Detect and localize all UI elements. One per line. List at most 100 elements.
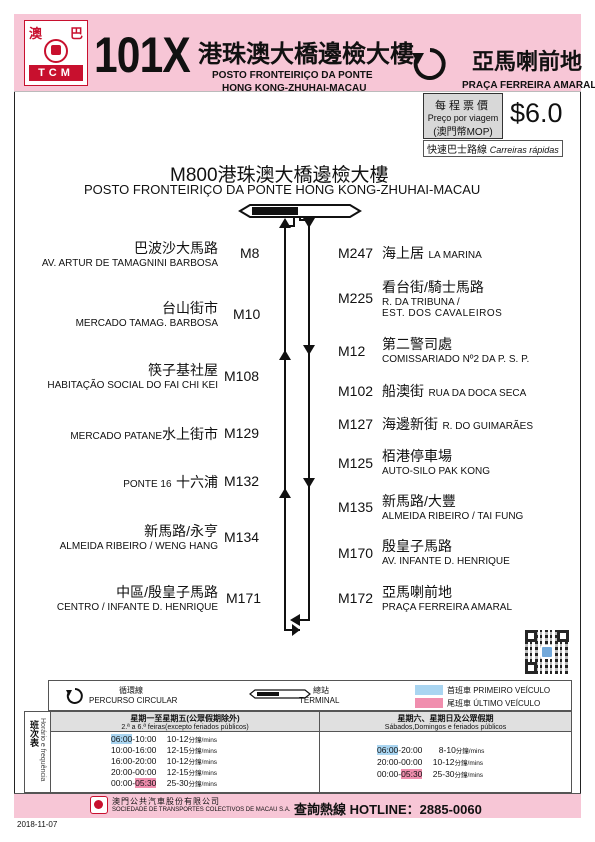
stop-code: M10 bbox=[233, 306, 261, 322]
frequency: 10-12 bbox=[166, 734, 189, 744]
qr-code[interactable] bbox=[525, 630, 569, 674]
stop-code: M247 bbox=[338, 245, 374, 261]
arrow-up-icon bbox=[279, 218, 291, 228]
fare-currency: (澳門幣MOP) bbox=[433, 127, 493, 138]
stop-name-zh: 十六浦 bbox=[176, 474, 218, 490]
express-label: 快速巴士路線 Carreiras rápidas bbox=[423, 140, 563, 157]
legend-last: 尾班車 ÚLTIMO VEÍCULO bbox=[447, 699, 541, 708]
mins-unit: 分鐘/mins bbox=[454, 772, 484, 779]
weekday-row: 06:00-10:00 10-12分鐘/mins bbox=[111, 734, 218, 744]
stop-name-pt: PRAÇA FERREIRA AMARAL bbox=[382, 602, 513, 613]
time-end: 16:00 bbox=[135, 745, 157, 755]
stop-name-pt: MERCADO PATANE bbox=[70, 431, 162, 442]
arrow-down-icon bbox=[303, 218, 315, 228]
frequency: 12-15 bbox=[166, 767, 189, 777]
qr-corner bbox=[525, 662, 537, 674]
stop-name-pt: AV. ARTUR DE TAMAGNINI BARBOSA bbox=[41, 258, 218, 269]
timetable-side-zh: 班次表 bbox=[29, 720, 39, 747]
stop-m171: 中區/殷皇子馬路 CENTRO / INFANTE D. HENRIQUE bbox=[57, 582, 218, 613]
weekday-pt: 2.ª a 6.ª feiras(excepto feriados públic… bbox=[121, 724, 249, 731]
hotline[interactable]: 查詢熱線 HOTLINE：2885-0060 bbox=[294, 802, 482, 817]
stop-name-pt: COMISSARIADO Nº2 DA P. S. P. bbox=[382, 354, 530, 365]
timetable: 班次表 Horário e frequência 星期一至星期五(公眾假期除外)… bbox=[24, 711, 572, 793]
stop-name-pt: R. DO GUIMARÃES bbox=[442, 421, 534, 432]
stop-m12: 第二警司處 COMISSARIADO Nº2 DA P. S. P. bbox=[382, 334, 529, 365]
stop-name-zh: 台山街市 bbox=[162, 300, 218, 316]
column-divider bbox=[319, 732, 320, 792]
time-start: 20:00 bbox=[111, 767, 133, 777]
stop-name-zh: 巴波沙大馬路 bbox=[134, 240, 218, 256]
mins-unit: 分鐘/mins bbox=[188, 737, 218, 744]
stop-name-zh: 船澳街 bbox=[382, 383, 424, 399]
stop-code: M172 bbox=[338, 590, 374, 606]
fare-label-pt: Preço por viagem bbox=[427, 113, 499, 123]
weekend-header: 星期六、星期日及公眾假期 Sábados,Domingos e feriados… bbox=[319, 712, 571, 732]
destination-a-en: HONG KONG-ZHUHAI-MACAU bbox=[222, 83, 367, 94]
mins-unit: 分鐘/mins bbox=[188, 759, 218, 766]
time-start: 06:00 bbox=[377, 745, 399, 755]
stop-m135: 新馬路/大豐 ALMEIDA RIBEIRO / TAI FUNG bbox=[382, 491, 523, 522]
route-number: 101X bbox=[94, 27, 191, 83]
destination-b-pt: PRAÇA FERREIRA AMARAL bbox=[462, 80, 595, 91]
express-zh: 快速巴士路線 bbox=[427, 145, 487, 156]
arrow-left-icon bbox=[290, 614, 300, 626]
frequency: 10-12 bbox=[166, 756, 189, 766]
stop-name-pt-2: EST. DOS CAVALEIROS bbox=[382, 308, 503, 319]
header: 澳 巴 TCM 101X 港珠澳大橋邊檢大樓 POSTO FRONTEIRIÇO… bbox=[14, 14, 595, 94]
time-end: 00:00 bbox=[401, 757, 423, 767]
stop-m10: 台山街市 MERCADO TAMAG. BARBOSA bbox=[76, 298, 218, 329]
stop-code: M108 bbox=[224, 368, 260, 384]
time-end: 20:00 bbox=[401, 745, 423, 755]
time-start: 16:00 bbox=[111, 756, 133, 766]
mins-unit: 分鐘/mins bbox=[188, 781, 218, 788]
stop-code: M170 bbox=[338, 545, 374, 561]
company-name-zh: 澳門公共汽車股份有限公司 bbox=[112, 797, 220, 806]
company-logo-icon bbox=[90, 796, 108, 814]
weekday-row: 10:00-16:00 12-15分鐘/mins bbox=[111, 745, 218, 755]
stop-m125: 栢港停車場 AUTO-SILO PAK KONG bbox=[382, 446, 490, 477]
stop-code: M135 bbox=[338, 499, 374, 515]
logo-char-2: 巴 bbox=[69, 26, 83, 41]
stop-name-zh: 海邊新街 bbox=[382, 416, 438, 432]
frequency: 25-30 bbox=[166, 778, 189, 788]
fare-label-zh: 每程票價 bbox=[435, 100, 491, 112]
mins-unit: 分鐘/mins bbox=[455, 748, 485, 755]
stop-name-zh: 中區/殷皇子馬路 bbox=[116, 584, 218, 600]
stop-m132: PONTE 16 十六浦 bbox=[123, 472, 218, 492]
logo-text: TCM bbox=[29, 65, 83, 81]
stop-name-pt: AUTO-SILO PAK KONG bbox=[382, 466, 490, 477]
frequency: 10-12 bbox=[432, 757, 455, 767]
stop-name-pt: ALMEIDA RIBEIRO / TAI FUNG bbox=[382, 511, 524, 522]
legend-first: 首班車 PRIMEIRO VEÍCULO bbox=[447, 686, 551, 695]
terminal-subtitle: POSTO FRONTEIRIÇO DA PONTE HONG KONG-ZHU… bbox=[84, 182, 481, 197]
time-start: 00:00 bbox=[111, 778, 133, 788]
circular-arrow-icon bbox=[412, 48, 446, 80]
first-bus-swatch bbox=[415, 685, 443, 695]
stop-code: M129 bbox=[224, 425, 260, 441]
stop-name-pt: CENTRO / INFANTE D. HENRIQUE bbox=[56, 602, 218, 613]
time-end: 00:00 bbox=[135, 767, 157, 777]
weekend-pt: Sábados,Domingos e feriados públicos bbox=[384, 724, 507, 731]
weekday-header: 星期一至星期五(公眾假期除外) 2.ª a 6.ª feiras(excepto… bbox=[51, 712, 319, 732]
mins-unit: 分鐘/mins bbox=[188, 748, 218, 755]
stop-m172: 亞馬喇前地 PRAÇA FERREIRA AMARAL bbox=[382, 582, 512, 613]
stop-m8: 巴波沙大馬路 AV. ARTUR DE TAMAGNINI BARBOSA bbox=[42, 238, 218, 269]
circular-arrow-icon bbox=[66, 688, 83, 704]
stop-name-zh: 亞馬喇前地 bbox=[382, 584, 452, 600]
stop-name-zh: 第二警司處 bbox=[382, 336, 452, 352]
bus-icon bbox=[540, 645, 554, 659]
legend-terminal-pt: TERMINAL bbox=[299, 696, 340, 705]
destination-a-pt: POSTO FRONTEIRIÇO DA PONTE bbox=[212, 70, 373, 81]
stop-name-pt: PONTE 16 bbox=[123, 479, 172, 490]
stop-name-pt: HABITAÇÃO SOCIAL DO FAI CHI KEI bbox=[47, 380, 218, 391]
stop-m134: 新馬路/永亨 ALMEIDA RIBEIRO / WENG HANG bbox=[60, 521, 218, 552]
stop-code: M12 bbox=[338, 343, 366, 359]
stop-m129: MERCADO PATANE水上街市 bbox=[70, 424, 218, 444]
qr-corner bbox=[557, 630, 569, 642]
legend-circular-pt: PERCURSO CIRCULAR bbox=[89, 696, 178, 705]
legend: 循環線 PERCURSO CIRCULAR 總站 TERMINAL 首班車 PR… bbox=[48, 680, 572, 711]
weekday-zh: 星期一至星期五(公眾假期除外) bbox=[130, 714, 240, 723]
stop-code: M125 bbox=[338, 455, 374, 471]
bus-icon bbox=[44, 39, 68, 63]
